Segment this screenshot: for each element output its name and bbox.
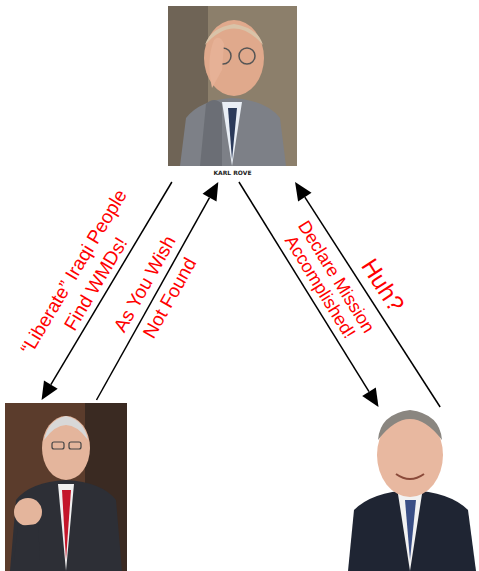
portrait-top xyxy=(168,6,297,166)
arrow-head xyxy=(295,182,311,201)
arrow-line xyxy=(97,198,210,400)
portrait-box xyxy=(5,403,127,571)
portrait-box: KARL ROVE xyxy=(168,6,297,176)
portrait-box xyxy=(345,410,479,571)
portrait-left xyxy=(5,403,127,571)
arrow-head xyxy=(42,380,58,400)
name-caption: KARL ROVE xyxy=(168,169,297,176)
arrow-head xyxy=(203,182,219,202)
portrait-right xyxy=(348,410,476,571)
arrow-head xyxy=(362,387,378,407)
